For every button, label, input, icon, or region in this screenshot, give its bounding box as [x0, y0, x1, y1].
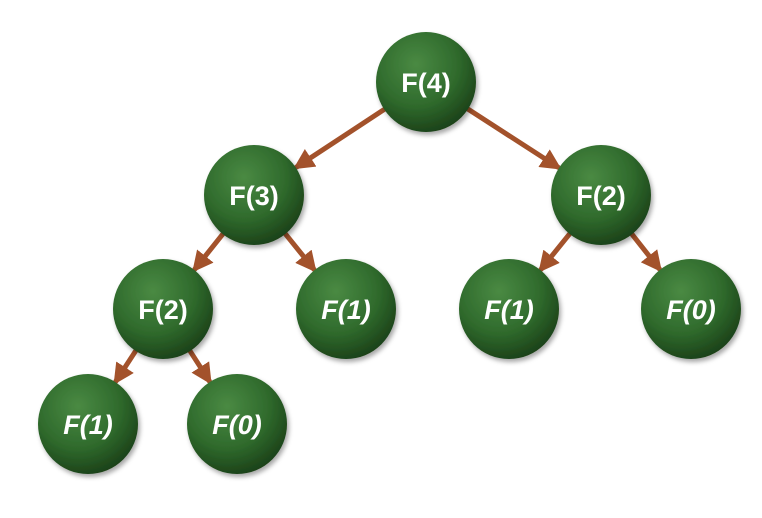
nodes-layer: F(4) F(3) F(2) F(2) F(1) F(1) F(0) F(1) F(0): [38, 32, 741, 474]
node-label: F(2): [138, 295, 188, 325]
node-f0-right: F(0): [641, 259, 741, 359]
node-f4: F(4): [376, 32, 476, 132]
node-label: F(1): [484, 295, 534, 325]
node-circle: [113, 259, 213, 359]
node-circle: [296, 259, 396, 359]
node-f2-left: F(2): [113, 259, 213, 359]
node-label: F(2): [576, 181, 626, 211]
node-circle: [641, 259, 741, 359]
node-label: F(0): [666, 295, 716, 325]
edge-n-f2-right-to-n-f0-right: [624, 225, 663, 273]
node-label: F(1): [321, 295, 371, 325]
edge-n-f4-to-n-f3: [293, 102, 394, 170]
edge-n-f2-right-to-n-f1-right: [538, 225, 578, 273]
node-f1-right: F(1): [459, 259, 559, 359]
node-circle: [459, 259, 559, 359]
node-circle: [204, 145, 304, 245]
node-f0-bottom: F(0): [187, 374, 287, 474]
edge-n-f3-to-n-f1-mid: [277, 225, 317, 273]
node-label: F(3): [229, 181, 279, 211]
node-circle: [376, 32, 476, 132]
node-f2-right: F(2): [551, 145, 651, 245]
node-circle: [187, 374, 287, 474]
node-f1-mid: F(1): [296, 259, 396, 359]
edge-n-f4-to-n-f2-right: [458, 102, 562, 170]
node-circle: [38, 374, 138, 474]
node-label: F(1): [63, 410, 113, 440]
node-circle: [551, 145, 651, 245]
node-f3: F(3): [204, 145, 304, 245]
node-label: F(0): [212, 410, 262, 440]
node-f1-bottom: F(1): [38, 374, 138, 474]
edge-n-f3-to-n-f2-left: [192, 225, 231, 273]
node-label: F(4): [401, 68, 451, 98]
